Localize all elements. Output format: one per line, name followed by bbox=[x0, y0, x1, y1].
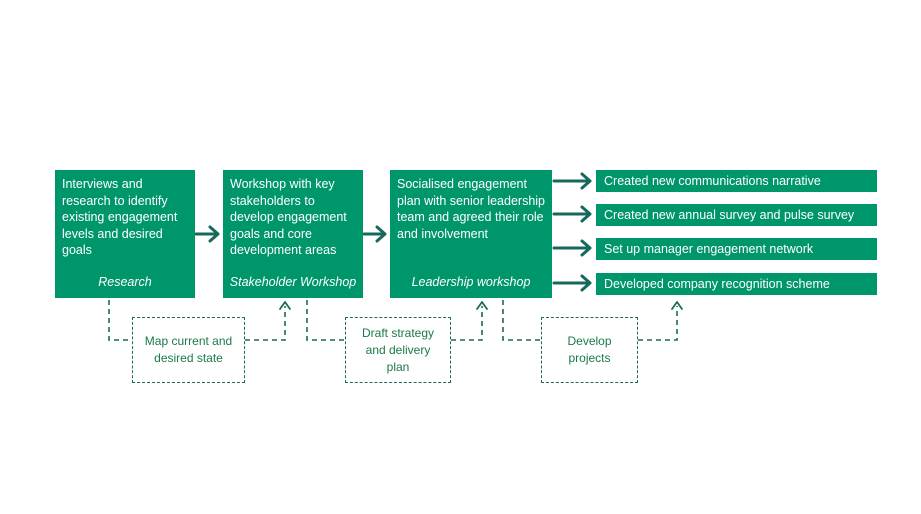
arrow-to-outcome-3 bbox=[552, 239, 592, 257]
outcome-manager-network: Set up manager engagement network bbox=[596, 238, 877, 260]
stage-stakeholder-box: Workshop with key stakeholders to develo… bbox=[223, 170, 363, 298]
arrow-to-outcome-4 bbox=[552, 274, 592, 292]
stage-research-text: Interviews and research to identify exis… bbox=[62, 177, 178, 257]
arrow-workshop-to-leadership bbox=[362, 225, 387, 243]
substep-draft-strategy: Draft strategy and delivery plan bbox=[345, 317, 451, 383]
stage-stakeholder-caption: Stakeholder Workshop bbox=[229, 274, 357, 289]
stage-leadership-box: Socialised engagement plan with senior l… bbox=[390, 170, 552, 298]
substep-map-current-state-label: Map current and desired state bbox=[144, 334, 233, 365]
dashed-connector-stakeholder-in bbox=[451, 306, 483, 341]
dashed-connector-leadership-out bbox=[502, 300, 541, 341]
outcome-annual-survey: Created new annual survey and pulse surv… bbox=[596, 204, 877, 226]
arrow-to-outcome-2 bbox=[552, 205, 592, 223]
dashed-arrowhead-stakeholder bbox=[476, 301, 488, 310]
outcome-communications-narrative: Created new communications narrative bbox=[596, 170, 877, 192]
stage-leadership-text: Socialised engagement plan with senior l… bbox=[397, 177, 546, 241]
outcome-recognition-scheme: Developed company recognition scheme bbox=[596, 273, 877, 295]
dashed-arrowhead-research bbox=[279, 301, 291, 310]
substep-develop-projects-label: Develop projects bbox=[567, 334, 612, 365]
dashed-connector-stakeholder-out bbox=[306, 300, 345, 341]
dashed-connector-research-in bbox=[245, 306, 286, 341]
substep-develop-projects: Develop projects bbox=[541, 317, 638, 383]
stage-research-box: Interviews and research to identify exis… bbox=[55, 170, 195, 298]
stage-research-caption: Research bbox=[98, 274, 152, 289]
substep-draft-strategy-label: Draft strategy and delivery plan bbox=[361, 325, 435, 374]
dashed-arrowhead-leadership bbox=[671, 301, 683, 310]
arrow-to-outcome-1 bbox=[552, 172, 592, 190]
substep-map-current-state: Map current and desired state bbox=[132, 317, 245, 383]
stage-stakeholder-text: Workshop with key stakeholders to develo… bbox=[230, 177, 347, 257]
dashed-connector-research-out bbox=[108, 300, 132, 341]
stage-leadership-caption: Leadership workshop bbox=[411, 274, 531, 289]
dashed-connector-leadership-in bbox=[638, 306, 678, 341]
arrow-research-to-workshop bbox=[194, 225, 220, 243]
